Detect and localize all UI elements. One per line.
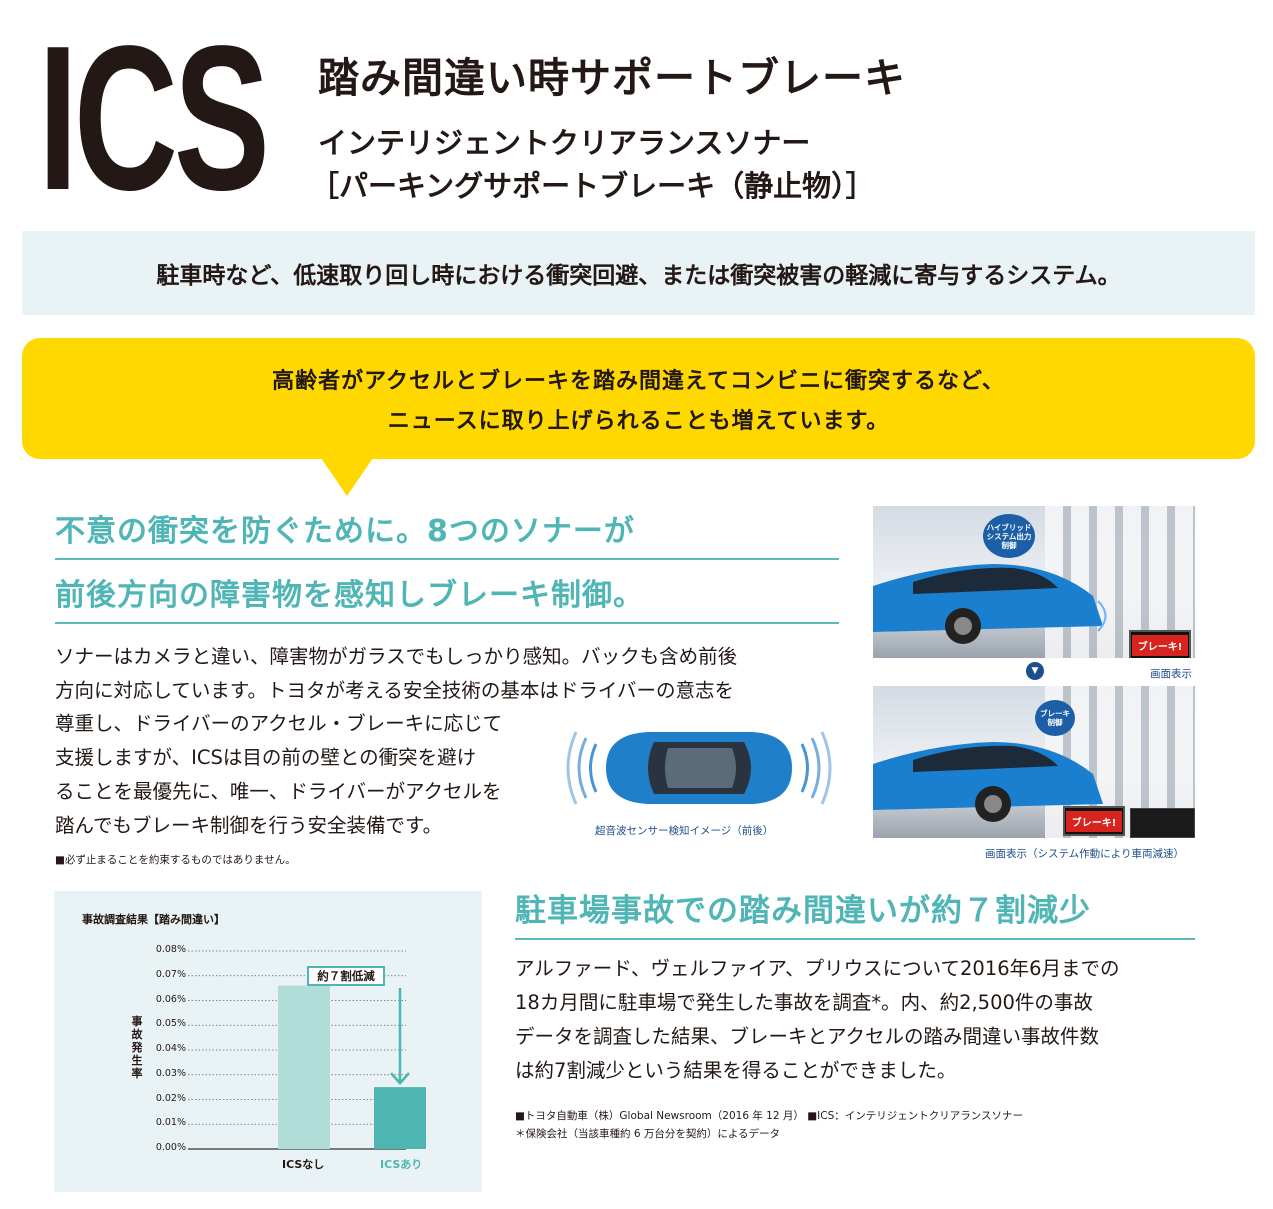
chart-title: 事故調査結果【踏み間違い】 [82,913,225,926]
chart-panel: 事故調査結果【踏み間違い】 事故発生率 0.00% 0.01% 0.02% 0.03%… [54,891,482,1192]
balloon-brake: ブレーキ 制御 [1035,700,1075,736]
section1-line-6: 踏んでもブレーキ制御を行う安全装備です。 [55,814,443,837]
section2-heading: 駐車場事故での踏み間違いが約７割減少 [515,885,1195,940]
section1-note: ■必ず止まることを約束するものではありません。 [55,854,296,866]
chart-category-label-1: ICSあり [380,1158,423,1171]
chart-y-tick-label-2: 0.02% [155,1092,186,1104]
brake-badge-1: ブレーキ! [1129,630,1191,658]
sensor-illustration [566,731,832,805]
summary-text: 駐車時など、低速取り回し時における衝突回避、または衝突被害の軽減に寄与するシステ… [156,263,1121,289]
chart-y-tick-label-1: 0.01% [155,1117,186,1129]
callout-line-1: 高齢者がアクセルとブレーキを踏み間違えてコンビニに衝突するなど、 [272,368,1005,394]
section1-line-4: 支援しますが、ICSは目の前の壁との衝突を避け [55,746,477,769]
chart-y-tick-label-7: 0.07% [155,968,186,980]
chart-y-tick-label-5: 0.05% [155,1018,186,1030]
section2-footnote-1: ■トヨタ自動車（株）Global Newsroom（2016 年 12 月） ■… [515,1110,1024,1122]
chart-bar-0 [278,985,330,1149]
section2-line-3: データを調査した結果、ブレーキとアクセルの踏み間違い事故件数 [515,1025,1100,1048]
section1-heading-2: 前後方向の障害物を感知しブレーキ制御。 [55,570,839,624]
sensor-caption: 超音波センサー検知イメージ（前後） [595,825,774,837]
sonar-waves-left [566,731,598,805]
chart-plot [188,950,426,1150]
section2-line-1: アルファード、ヴェルファイア、プリウスについて2016年6月までの [515,957,1120,980]
brake-badge-1-label: ブレーキ! [1131,634,1189,656]
chart-y-tick-label-8: 0.08% [155,944,186,955]
section2-line-2: 18カ月間に駐車場で発生した事故を調査*。内、約2,500件の事故 [515,991,1093,1014]
chart-y-tick-label-6: 0.06% [155,993,186,1005]
section1-line-1: ソナーはカメラと違い、障害物がガラスでもしっかり感知。バックも含め前後 [55,645,738,668]
brake-badge-2-label: ブレーキ! [1065,810,1123,832]
chart-y-tick-label-3: 0.03% [155,1067,186,1079]
section1-line-2: 方向に対応しています。トヨタが考える安全技術の基本はドライバーの意志を [55,679,734,702]
down-arrow-icon: ▼ [1026,662,1044,680]
brake-badge-2: ブレーキ! [1063,806,1125,836]
subtitle-1: インテリジェントクリアランスソナー [318,126,811,160]
section2-line-4: は約7割減少という結果を得ることができました。 [515,1059,957,1082]
ics-logo: ICS [38,3,270,233]
callout-tail [321,458,373,496]
subtitle-2: ［パーキングサポートブレーキ（静止物）］ [310,169,875,203]
chart-category-label-0: ICSなし [282,1158,325,1171]
section1-heading-1: 不意の衝突を防ぐために。8つのソナーが [55,506,839,560]
screen-display-panel [1130,808,1195,838]
chart-annotation-arrowhead [390,1072,410,1085]
callout-line-2: ニュースに取り上げられることも増えています。 [387,408,890,434]
chart-y-axis-label: 事故発生率 [131,1015,143,1080]
photo-brake-control: ブレーキ 制御 ブレーキ! [873,686,1195,838]
chart-bar-1 [374,1087,426,1149]
section1-line-3: 尊重し、ドライバーのアクセル・ブレーキに応じて [55,712,503,735]
car-side-icon [873,564,1107,644]
photo-hybrid-control: ハイブリッド システム出力 制御 ブレーキ! [873,506,1195,658]
section2-footnote-2: ＊保険会社（当該車種約 6 万台分を契約）によるデータ [515,1128,781,1140]
section1-line-5: ることを最優先に、唯一、ドライバーがアクセルを [55,780,502,803]
chart-y-tick-label-4: 0.04% [155,1043,186,1054]
balloon-hybrid: ハイブリッド システム出力 制御 [983,514,1035,558]
page-title: 踏み間違い時サポートブレーキ [318,54,906,102]
chart-y-tick-label-0: 0.00% [155,1142,186,1153]
car-side-icon-2 [873,742,1103,822]
sonar-waves-right [800,731,832,805]
summary-band: 駐車時など、低速取り回し時における衝突回避、または衝突被害の軽減に寄与するシステ… [22,231,1255,315]
car-top-view-icon [606,732,792,804]
chart-annotation: 約７割低減 [307,966,385,986]
callout-bubble: 高齢者がアクセルとブレーキを踏み間違えてコンビニに衝突するなど、 ニュースに取り… [22,338,1255,459]
photo-caption-2: 画面表示（システム作動により車両減速） [985,848,1184,860]
photo-caption-1: 画面表示 [1150,668,1192,680]
